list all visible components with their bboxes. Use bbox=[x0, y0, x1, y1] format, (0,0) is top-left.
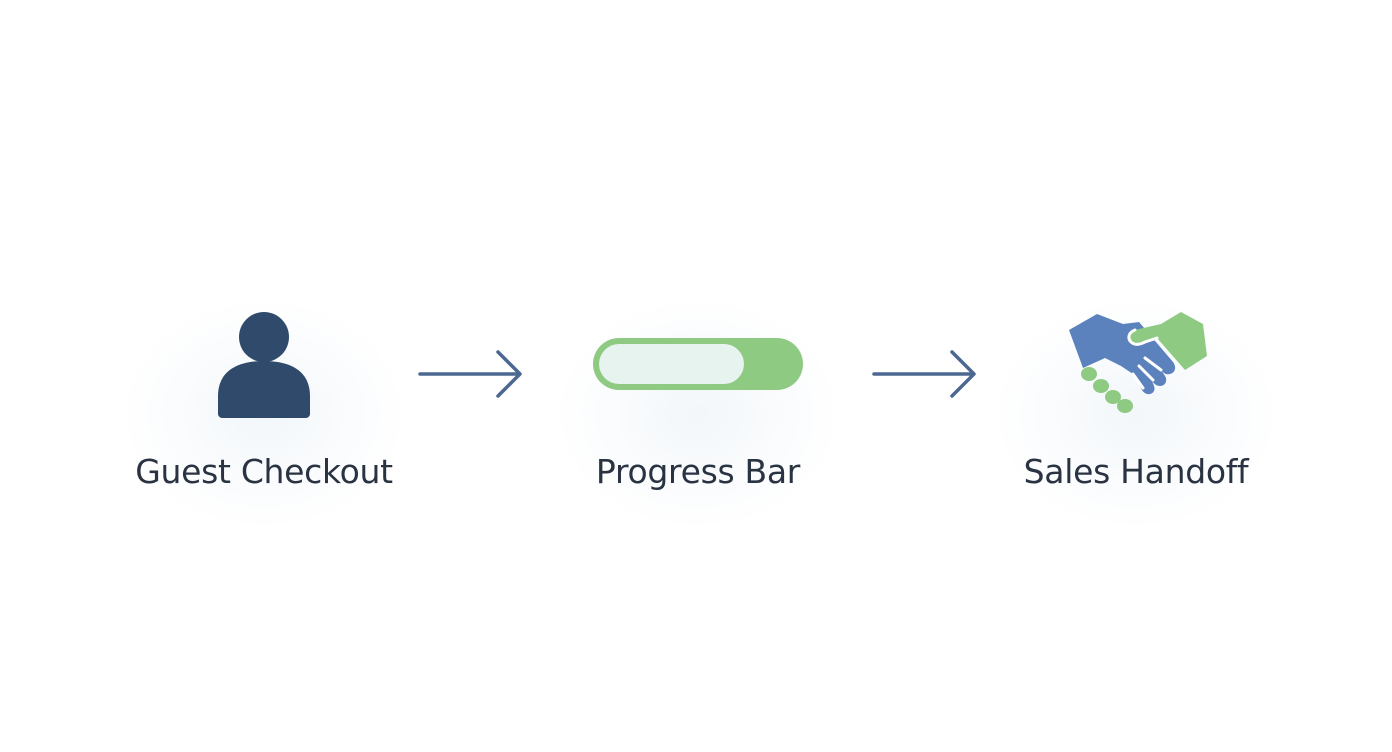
arrow-right-icon bbox=[872, 350, 976, 398]
step-label: Sales Handoff bbox=[1023, 452, 1249, 491]
step-label: Progress Bar bbox=[595, 452, 801, 491]
step-progress-bar: Progress Bar bbox=[548, 300, 848, 530]
handshake-icon bbox=[986, 300, 1286, 430]
user-icon bbox=[114, 300, 414, 430]
step-sales-handoff: Sales Handoff bbox=[986, 300, 1286, 530]
step-label: Guest Checkout bbox=[135, 452, 393, 491]
arrow-right-icon bbox=[418, 350, 522, 398]
progress-bar-icon bbox=[548, 300, 848, 430]
step-guest-checkout: Guest Checkout bbox=[114, 300, 414, 530]
progress-fill bbox=[599, 344, 744, 384]
